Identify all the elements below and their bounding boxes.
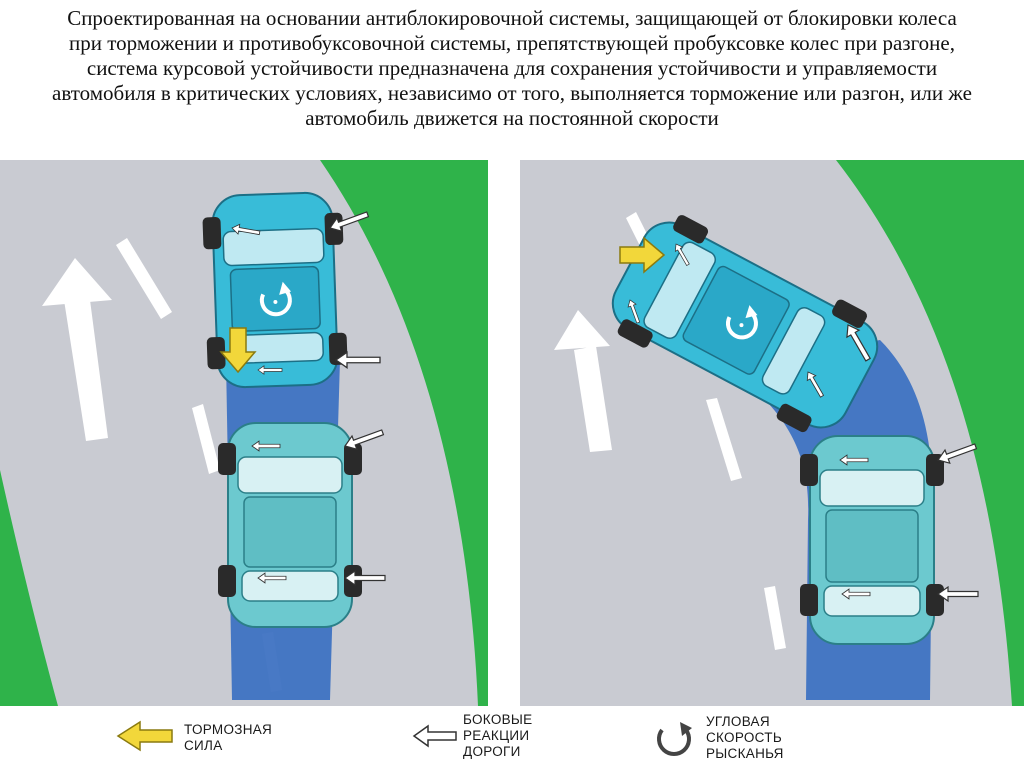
text-line: Спроектированная на основании антиблокир… xyxy=(67,6,957,30)
rear-window xyxy=(241,570,339,602)
grass-right xyxy=(320,160,488,706)
lane-mark xyxy=(764,586,786,650)
wheel xyxy=(218,565,236,597)
car-rear xyxy=(800,435,944,645)
wheel xyxy=(202,217,222,250)
yaw-icon xyxy=(725,305,758,340)
wheel xyxy=(206,336,226,370)
windshield xyxy=(819,469,925,507)
grass-left xyxy=(0,470,58,706)
roof xyxy=(229,265,321,333)
windshield xyxy=(222,227,325,267)
legend-lateral-reactions: БОКОВЫЕ РЕАКЦИИ ДОРОГИ xyxy=(463,712,532,760)
wheel xyxy=(926,454,944,486)
wheel xyxy=(344,443,362,475)
legend-braking-force: ТОРМОЗНАЯ СИЛА xyxy=(184,722,272,754)
yaw-legend-icon xyxy=(657,722,692,756)
legend-text: СКОРОСТЬ xyxy=(706,730,782,745)
text-line: при торможении и противобуксовочной сист… xyxy=(69,31,955,55)
legend-text: ТОРМОЗНАЯ xyxy=(184,722,273,737)
left-panel xyxy=(0,160,488,706)
wheel xyxy=(926,584,944,616)
car-rear xyxy=(218,422,362,628)
direction-arrow xyxy=(554,310,612,452)
right-panel xyxy=(520,160,1024,706)
legend xyxy=(116,720,692,756)
wheel xyxy=(218,443,236,475)
legend-text: СИЛА xyxy=(184,738,223,753)
braking-arrow-icon xyxy=(116,720,173,752)
legend-text: ДОРОГИ xyxy=(463,744,521,759)
wheel xyxy=(776,403,812,433)
lane-mark xyxy=(116,238,172,319)
legend-text: РЕАКЦИИ xyxy=(463,728,530,743)
rear-window xyxy=(823,585,921,617)
windshield xyxy=(237,456,343,494)
slide-text: Спроектированная на основании антиблокир… xyxy=(0,6,1024,131)
text-line: автомобиль движется на постоянной скорос… xyxy=(305,106,719,130)
text-line: система курсовой устойчивости предназнач… xyxy=(86,56,938,80)
grass-right xyxy=(836,160,1024,706)
lane-mark xyxy=(192,404,220,474)
wheel xyxy=(800,454,818,486)
legend-text: РЫСКАНЬЯ xyxy=(706,746,784,761)
lane-mark xyxy=(706,398,742,481)
text-line: автомобиля в критических условиях, незав… xyxy=(52,81,972,105)
wheel xyxy=(832,299,867,328)
windshield xyxy=(643,241,717,340)
wheel xyxy=(617,319,653,348)
legend-text: УГЛОВАЯ xyxy=(706,714,770,729)
reaction-arrow-icon xyxy=(412,724,457,748)
legend-yaw-rate: УГЛОВАЯ СКОРОСТЬ РЫСКАНЬЯ xyxy=(706,714,784,762)
rear-window xyxy=(761,306,826,395)
wheel xyxy=(800,584,818,616)
yaw-icon xyxy=(259,281,292,317)
roof xyxy=(682,265,790,375)
direction-arrow xyxy=(42,258,112,441)
roof xyxy=(243,496,337,568)
car-front xyxy=(202,191,348,389)
legend-text: БОКОВЫЕ xyxy=(463,712,533,727)
wheel xyxy=(673,215,709,244)
roof xyxy=(825,509,919,583)
